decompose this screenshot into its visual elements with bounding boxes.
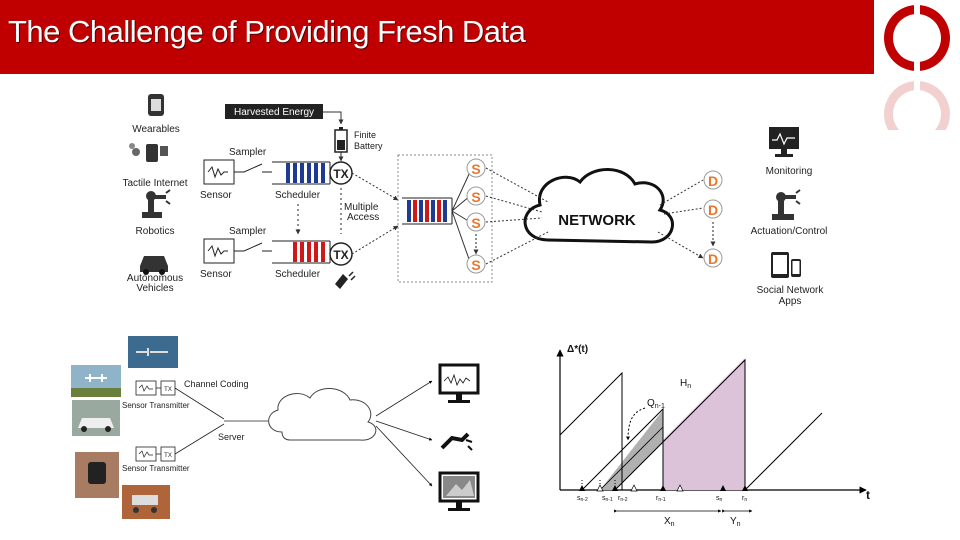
svg-text:TX: TX (164, 453, 172, 459)
tick-label-s-n-1: sn-1 (602, 495, 613, 503)
battery-label: Battery (354, 141, 383, 151)
tx-icon-2: TX (329, 242, 353, 266)
svg-text:TX: TX (333, 248, 348, 262)
sampler-label-1: Sampler (229, 147, 267, 158)
svg-text:S: S (471, 189, 480, 205)
source-node-3: S (466, 212, 486, 232)
server-label: Server (218, 432, 245, 442)
robotics-label: Robotics (136, 226, 175, 237)
tick-label-r-n-2: rn-2 (618, 495, 628, 503)
sampler-label-2: Sampler (229, 226, 267, 237)
car-icon (140, 256, 168, 275)
destination-node-1: D (703, 170, 723, 190)
svg-text:NETWORK: NETWORK (558, 212, 636, 229)
source-node-1: S (466, 158, 486, 178)
robot-arm-icon-small (440, 432, 473, 451)
apps-label: Apps (779, 296, 802, 307)
multiple-access-box (397, 154, 493, 283)
tactile-internet-icon (129, 143, 168, 162)
image-display-icon (438, 471, 480, 511)
sensor-transmitter-label-1: Sensor Transmitter (122, 401, 190, 410)
monitor-display-icon (438, 363, 480, 403)
svg-text:TX: TX (164, 387, 172, 393)
sensor-box-2 (135, 446, 157, 462)
slide-title: The Challenge of Providing Fresh Data (8, 14, 526, 49)
sensor-transmitter-label-2: Sensor Transmitter (122, 464, 190, 473)
age-sawtooth-3 (614, 358, 746, 491)
access-label: Access (347, 212, 379, 223)
server-cloud (268, 388, 377, 441)
robot-arm-icon (142, 189, 171, 218)
tx-box-1: TX (160, 380, 176, 396)
multiple-label: Multiple (344, 202, 379, 213)
drone-photo (128, 336, 178, 368)
tactile-internet-label: Tactile Internet (122, 178, 187, 189)
H-label: Hn (680, 378, 691, 390)
scheduler-queue-1 (272, 161, 331, 185)
mars-rover-photo (122, 485, 170, 519)
x-axis-label: t (866, 488, 870, 502)
svg-text:S: S (471, 257, 480, 273)
university-logo (884, 3, 950, 130)
tx-box-2: TX (160, 446, 176, 462)
tx-icon-1: TX (329, 161, 353, 185)
actuation-label: Actuation/Control (751, 226, 828, 237)
tick-label-r-n: rn (742, 495, 747, 503)
tick-label-s-n-2: sn-2 (577, 495, 588, 503)
Q-label: Qn-1 (647, 398, 665, 410)
source-node-2: S (466, 186, 486, 206)
monitoring-label: Monitoring (766, 166, 813, 177)
finite-label: Finite (354, 130, 376, 140)
svg-text:S: S (471, 215, 480, 231)
channel-coding-label: Channel Coding (184, 379, 249, 389)
scheduler-label-2: Scheduler (275, 269, 321, 280)
monitor-icon (769, 127, 799, 157)
X-label: Xn (664, 516, 675, 528)
age-chart: Δ*(t) t Hn Qn-1 sn-2 sn-1 rn-2 rn-1 (556, 344, 870, 528)
svg-text:S: S (471, 161, 480, 177)
social-network-label: Social Network (757, 285, 825, 296)
sensor-label-2: Sensor (200, 269, 232, 280)
destination-node-2: D (703, 199, 723, 219)
svg-text:D: D (708, 251, 718, 267)
actuation-robot-icon (772, 189, 801, 220)
battery-icon (334, 127, 348, 153)
y-axis-label: Δ*(t) (567, 344, 588, 355)
title-bar: The Challenge of Providing Fresh Data (0, 0, 874, 74)
network-cloud: NETWORK (523, 168, 674, 244)
age-sawtooth-1 (559, 371, 623, 490)
wearables-label: Wearables (132, 124, 180, 135)
tick-label-s-n: sn (716, 495, 723, 503)
svg-text:D: D (708, 173, 718, 189)
vehicles-label: Vehicles (136, 283, 173, 294)
tick-label-r-n-1: rn-1 (656, 495, 666, 503)
age-sawtooth-4 (744, 412, 823, 491)
sensor-label-1: Sensor (200, 190, 232, 201)
gray-area-Q (600, 410, 663, 490)
car-photo (72, 400, 120, 436)
svg-text:Harvested Energy: Harvested Energy (234, 107, 314, 118)
Y-label: Yn (730, 516, 741, 528)
harvested-energy-box: Harvested Energy (225, 104, 323, 119)
sensor-icon-1 (203, 159, 235, 185)
shared-queue (402, 197, 453, 225)
tick-markers (579, 484, 748, 492)
phone-tablet-icon (771, 252, 801, 278)
sensor-box-1 (135, 380, 157, 396)
autonomous-label: Autonomous (127, 273, 183, 284)
quadcopter-photo (71, 365, 121, 397)
smartwatch-photo (75, 452, 119, 498)
sensor-icon-2 (203, 238, 235, 264)
scheduler-queue-2 (272, 240, 331, 264)
power-plug-icon (335, 271, 356, 289)
watch-icon (148, 94, 164, 116)
age-sawtooth-2 (581, 407, 664, 491)
destination-node-3: D (703, 248, 723, 268)
scheduler-label-1: Scheduler (275, 190, 321, 201)
pink-area-H (663, 358, 745, 490)
source-node-4: S (466, 254, 486, 274)
svg-text:TX: TX (333, 167, 348, 181)
svg-text:D: D (708, 202, 718, 218)
